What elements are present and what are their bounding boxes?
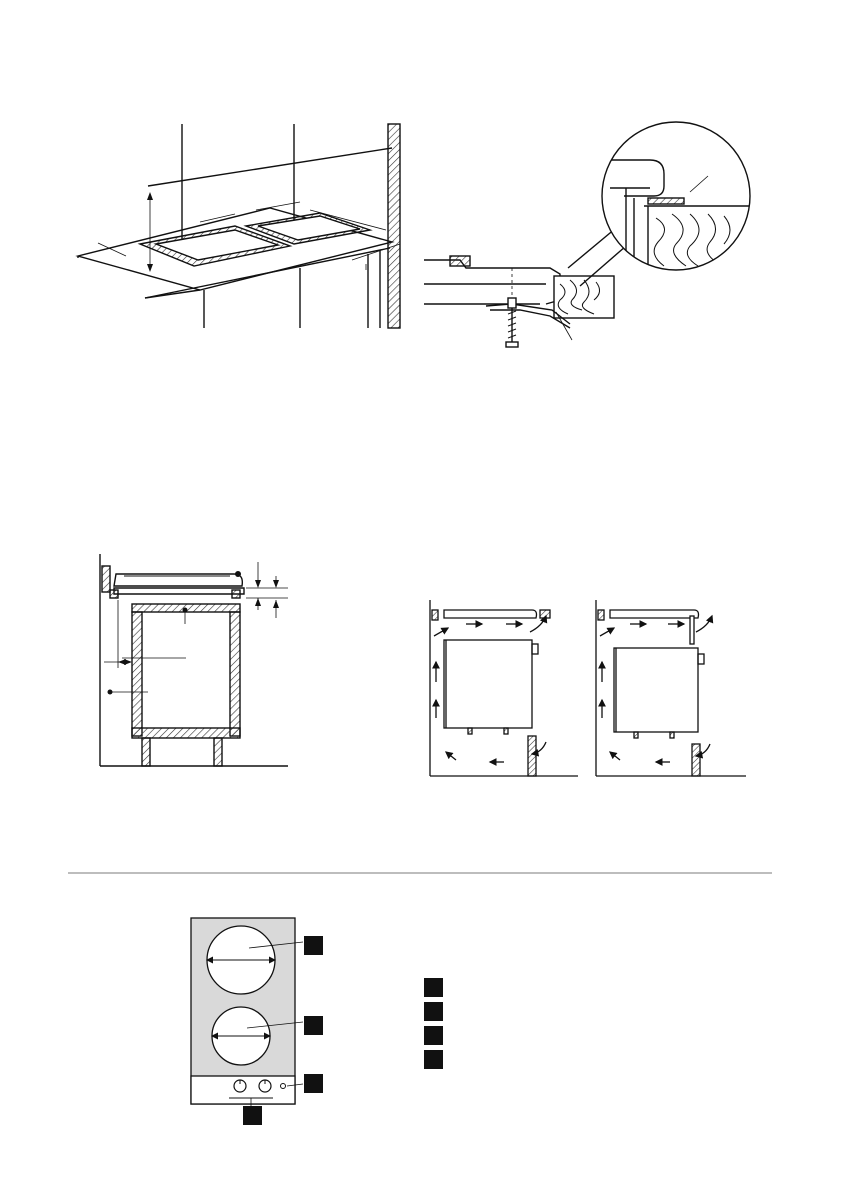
callout-box-3 — [304, 1074, 323, 1093]
countertop-cutout-figure — [70, 118, 415, 338]
cabinet-section-figure — [92, 550, 302, 770]
callout-box-1 — [304, 936, 323, 955]
indicator-light — [281, 1084, 286, 1089]
legend-key-1 — [424, 978, 443, 997]
section-divider — [68, 872, 772, 874]
bracket-clamp-detail-figure — [420, 118, 760, 358]
legend-key-3 — [424, 1026, 443, 1045]
legend-key-2 — [424, 1002, 443, 1021]
callout-box-2 — [304, 1016, 323, 1035]
legend-key-4 — [424, 1050, 443, 1069]
callout-box-4 — [243, 1106, 262, 1125]
ventilation-airflow-figures — [424, 596, 754, 782]
